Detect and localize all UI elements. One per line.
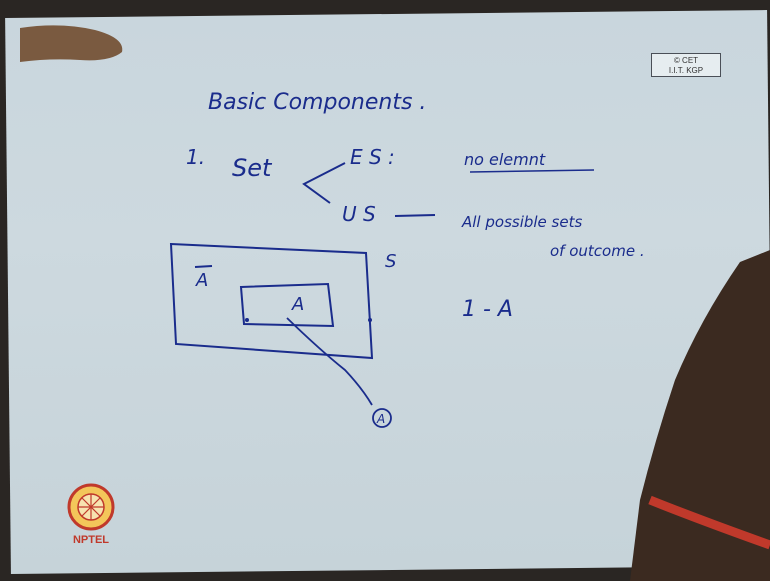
es-description: no elemnt bbox=[464, 150, 546, 169]
nptel-emblem-icon bbox=[60, 480, 122, 534]
us-description-1: All possible sets bbox=[461, 213, 582, 231]
ink-dot bbox=[245, 318, 249, 322]
pointer-line bbox=[287, 318, 372, 405]
nptel-logo: NPTEL bbox=[60, 480, 122, 550]
complement-note: 1 - A bbox=[462, 297, 513, 322]
us-label: U S bbox=[342, 202, 376, 226]
us-dash bbox=[395, 215, 435, 216]
set-word: Set bbox=[232, 154, 273, 182]
us-description-2: of outcome . bbox=[550, 242, 645, 260]
hand-top-left bbox=[20, 25, 122, 62]
circled-a-label: A bbox=[376, 412, 385, 426]
item-number: 1. bbox=[186, 145, 205, 169]
abar-label: A bbox=[195, 270, 208, 291]
abar-overline bbox=[195, 266, 212, 267]
set-brace bbox=[304, 163, 345, 203]
arm-bottom-right bbox=[630, 250, 770, 581]
nptel-logo-text: NPTEL bbox=[60, 534, 122, 546]
s-label: S bbox=[385, 251, 396, 272]
inner-a-label: A bbox=[291, 294, 304, 315]
set-a-box bbox=[241, 284, 333, 326]
notes-title: Basic Components . bbox=[208, 90, 426, 115]
es-label: E S : bbox=[350, 145, 395, 169]
es-underline bbox=[470, 170, 594, 172]
ink-dot-2 bbox=[368, 318, 372, 322]
universal-set-box bbox=[171, 244, 372, 358]
